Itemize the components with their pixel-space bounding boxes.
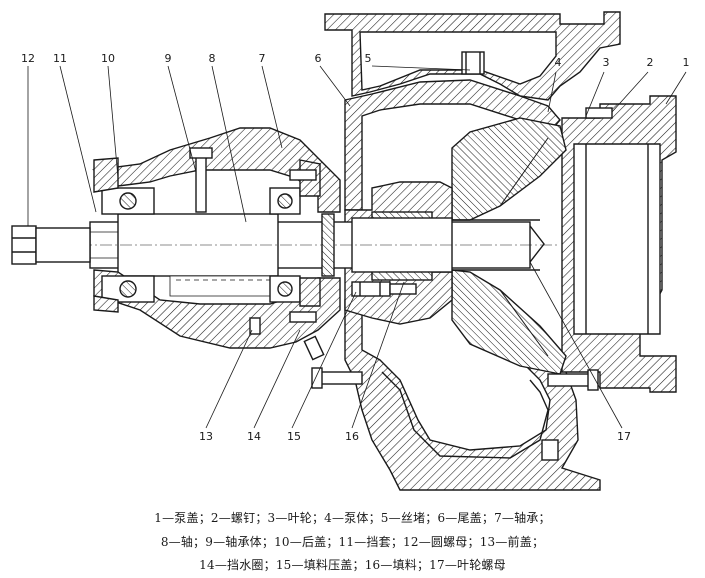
part-label-12: 12	[21, 52, 35, 65]
legend-line-1: 1—泵盖；2—螺钉；3—叶轮；4—泵体；5—丝堵；6—尾盖；7—轴承；	[154, 511, 551, 525]
part-label-5: 5	[365, 52, 372, 65]
part-label-10: 10	[101, 52, 115, 65]
part-label-3: 3	[603, 56, 610, 69]
drawing-geometry	[11, 11, 687, 491]
part-label-8: 8	[209, 52, 216, 65]
part-label-1: 1	[683, 56, 690, 69]
part-label-7: 7	[259, 52, 266, 65]
legend-line-2: 8—轴；9—轴承体；10—后盖；11—挡套；12—圆螺母；13—前盖；	[160, 535, 545, 549]
part-label-13: 13	[199, 430, 213, 443]
part-label-16: 16	[345, 430, 359, 443]
part-label-6: 6	[315, 52, 322, 65]
part-label-11: 11	[53, 52, 67, 65]
part-label-9: 9	[165, 52, 172, 65]
part-label-2: 2	[647, 56, 654, 69]
part-label-4: 4	[555, 56, 562, 69]
part-number-labels: 1 2 3 4 5 6 7 8 9 10 11 12 13 14 15 16 1…	[21, 52, 690, 443]
part-label-15: 15	[287, 430, 301, 443]
part-label-17: 17	[617, 430, 631, 443]
part-label-14: 14	[247, 430, 261, 443]
pump-cross-section-drawing: 1 2 3 4 5 6 7 8 9 10 11 12 13 14 15 16 1…	[11, 11, 690, 491]
legend-line-3: 14—挡水圈；15—填料压盖；16—填料；17—叶轮螺母	[199, 558, 506, 572]
